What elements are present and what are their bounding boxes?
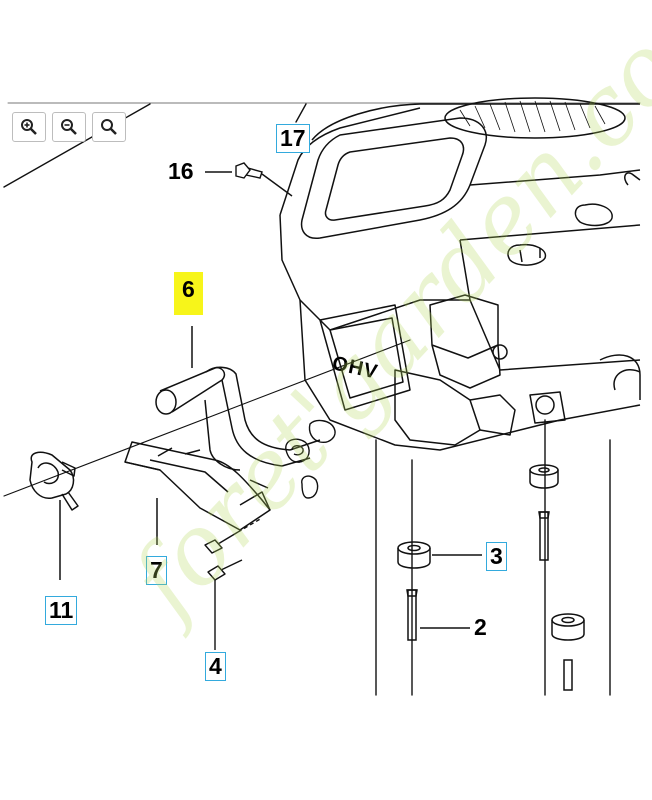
- part-2-pins: [406, 511, 573, 691]
- part-7-bracket: [124, 441, 271, 545]
- part-6-lever: [155, 326, 321, 471]
- callout-17[interactable]: 17: [276, 124, 310, 153]
- zoom-in-icon: [21, 119, 37, 135]
- callout-2[interactable]: 2: [474, 614, 487, 640]
- gasket-rings: [285, 419, 336, 499]
- callout-7[interactable]: 7: [146, 556, 167, 585]
- zoom-reset-button[interactable]: [92, 112, 126, 142]
- zoom-reset-icon: [101, 119, 117, 135]
- part-16-bolt: [205, 162, 293, 197]
- zoom-out-button[interactable]: [52, 112, 86, 142]
- part-3-spacers: [397, 464, 585, 641]
- callout-3[interactable]: 3: [486, 542, 507, 571]
- callout-6[interactable]: 6: [174, 272, 203, 315]
- part-11-clamp: [29, 451, 79, 580]
- callout-4[interactable]: 4: [205, 652, 226, 681]
- callout-16[interactable]: 16: [168, 158, 194, 184]
- callout-11[interactable]: 11: [45, 596, 78, 625]
- engine-assembly: [279, 97, 641, 451]
- zoom-toolbar: [12, 112, 126, 142]
- zoom-in-button[interactable]: [12, 112, 46, 142]
- zoom-out-icon: [61, 119, 77, 135]
- part-4-screws: [204, 517, 263, 650]
